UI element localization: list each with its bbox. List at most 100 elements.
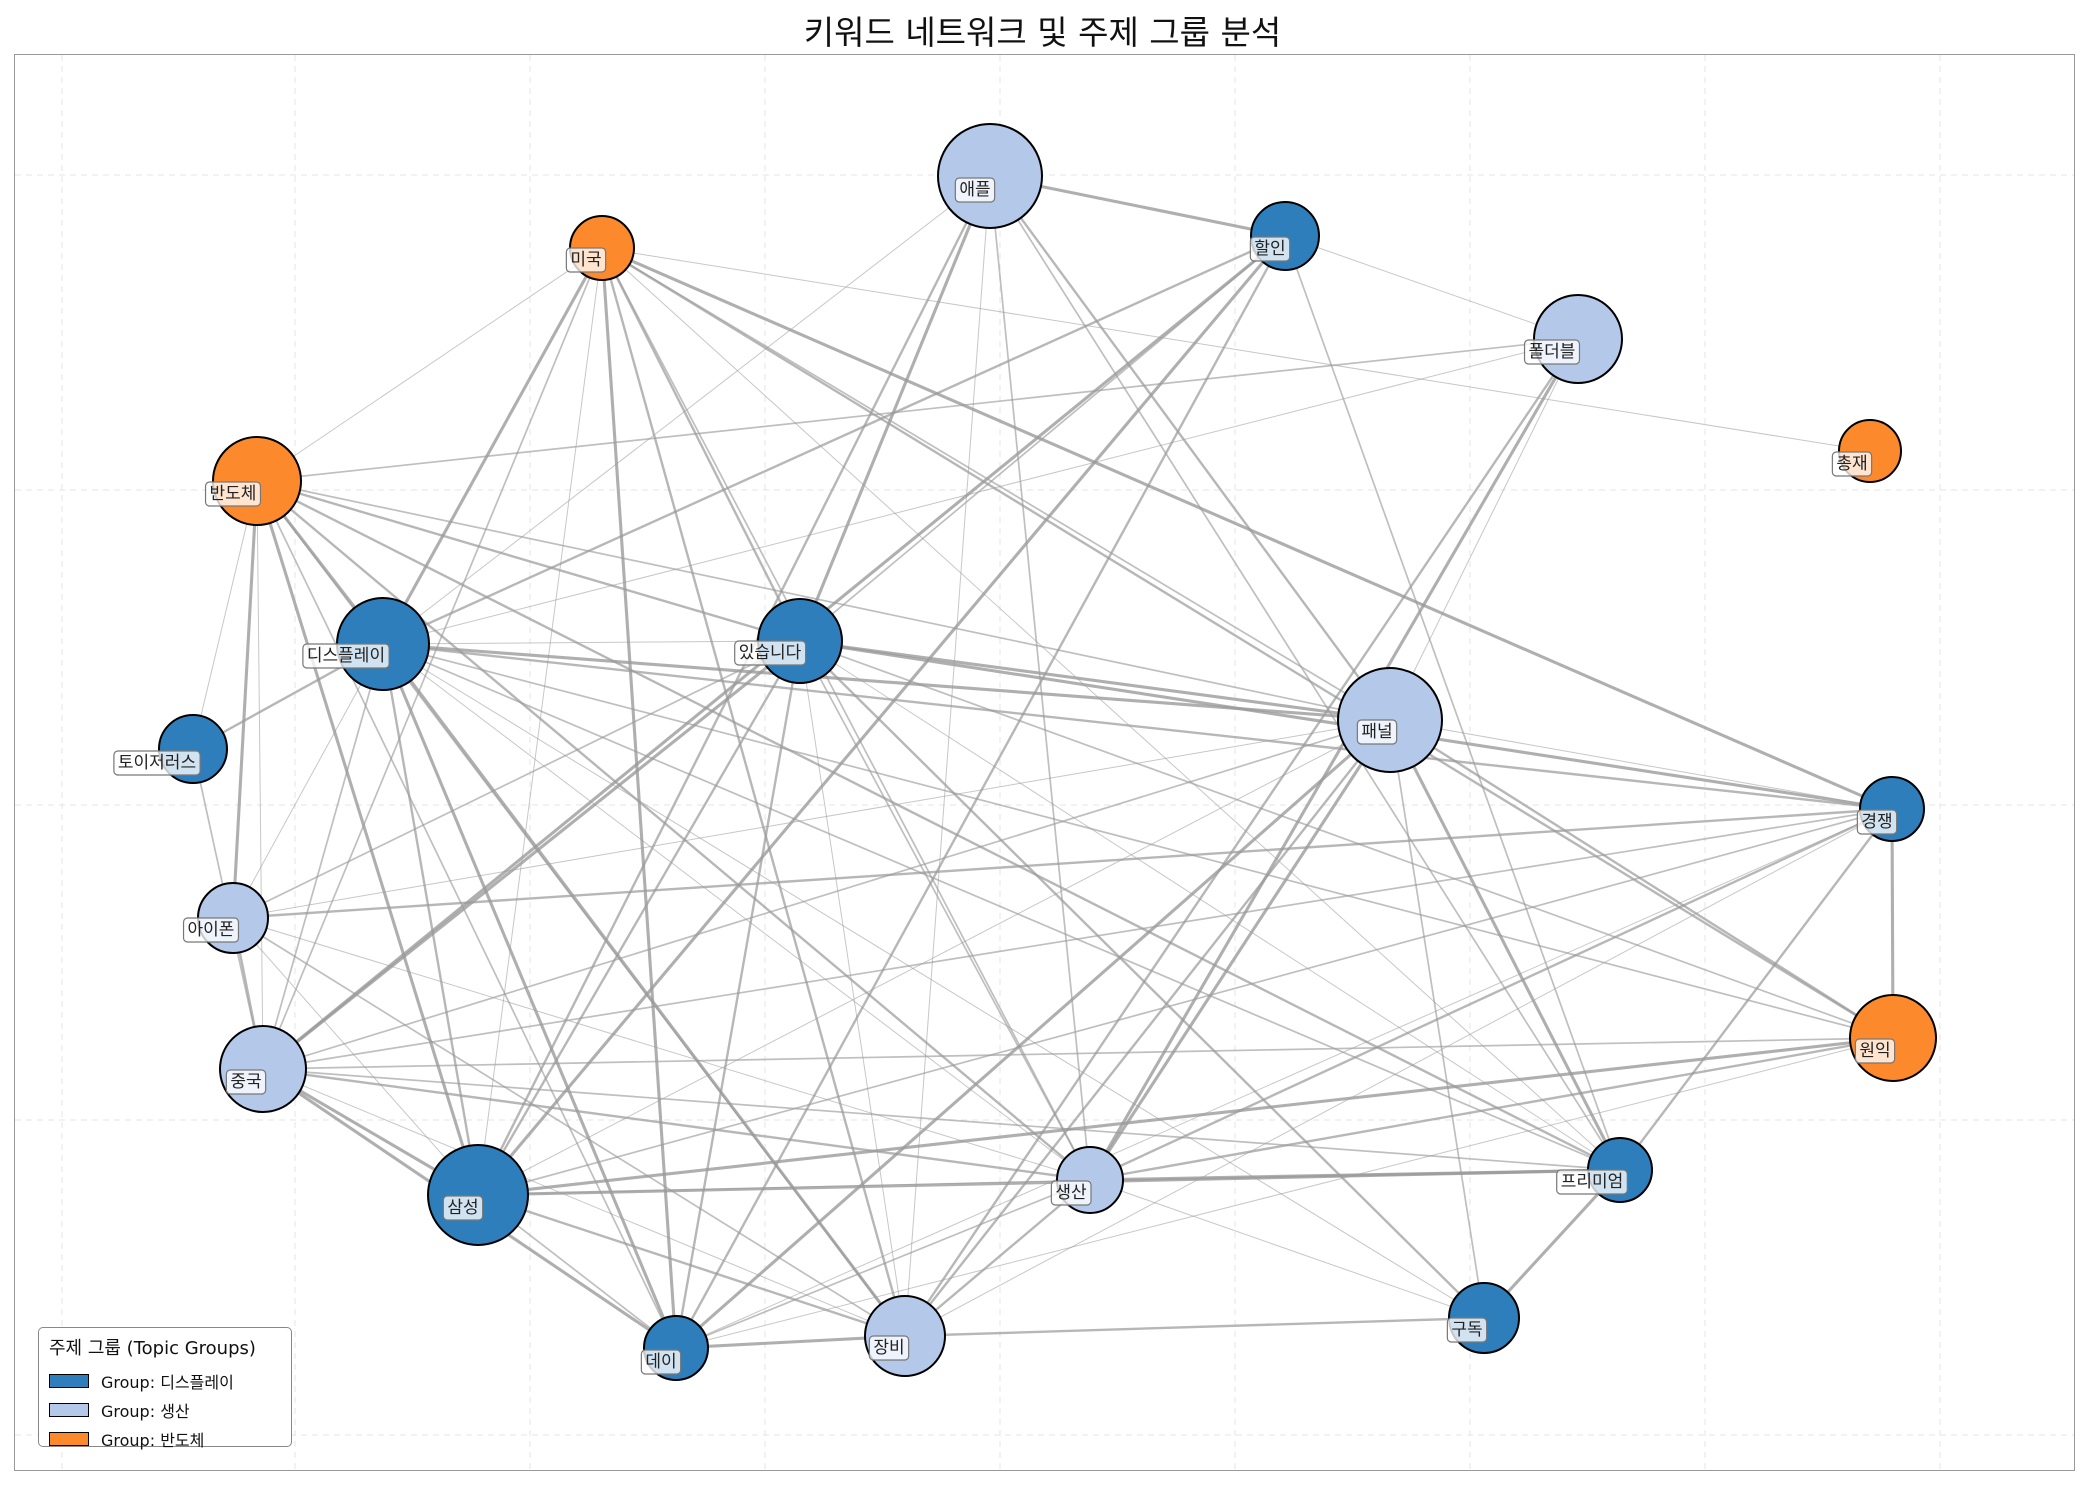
node-label-text-itseum: 있습니다 bbox=[739, 643, 802, 663]
legend-item-semiconductor: Group: 반도체 bbox=[49, 1424, 281, 1453]
edge-usa-production bbox=[601, 247, 1091, 1181]
edge-usa-equip bbox=[600, 247, 907, 1337]
node-label-usa: 미국 bbox=[565, 247, 607, 273]
edge-apple-panel bbox=[989, 175, 1391, 721]
node-label-text-samsung: 삼성 bbox=[447, 1198, 478, 1218]
node-label-box-chongjae bbox=[1831, 451, 1873, 477]
edge-discount-premium bbox=[1284, 235, 1621, 1171]
edge-panel-compete bbox=[1389, 719, 1893, 810]
node-foldable[interactable] bbox=[1533, 294, 1623, 384]
node-samsung[interactable] bbox=[427, 1144, 529, 1246]
node-semicon[interactable] bbox=[212, 436, 302, 526]
edge-itseum-equip bbox=[799, 640, 906, 1337]
node-label-discount: 할인 bbox=[1249, 236, 1291, 262]
legend-item-display: Group: 디스플레이 bbox=[49, 1366, 281, 1395]
edge-samsung-iphone bbox=[232, 917, 479, 1196]
node-label-text-semicon: 반도체 bbox=[210, 484, 257, 504]
node-label-box-apple bbox=[954, 177, 996, 203]
edge-itseum-wonik bbox=[799, 640, 1894, 1039]
edge-usa-semicon bbox=[256, 247, 603, 482]
edge-compete-iphone bbox=[232, 807, 1893, 920]
node-label-apple: 애플 bbox=[954, 177, 996, 203]
edge-usa-china bbox=[262, 247, 603, 1070]
edge-usa-compete bbox=[601, 246, 1893, 811]
edge-production-day bbox=[675, 1179, 1091, 1349]
node-label-text-day: 데이 bbox=[645, 1352, 676, 1372]
edge-layer bbox=[192, 174, 1895, 1350]
node-label-text-panel: 패널 bbox=[1361, 722, 1392, 742]
edge-itseum-panel bbox=[799, 639, 1391, 722]
edge-usa-itseum bbox=[600, 247, 802, 642]
legend-swatch-production bbox=[49, 1402, 89, 1417]
edge-semicon-samsung bbox=[255, 480, 480, 1196]
edge-discount-samsung bbox=[476, 235, 1287, 1196]
edge-usa-panel bbox=[601, 247, 1391, 721]
edge-apple-itseum bbox=[798, 175, 992, 642]
node-label-compete: 경쟁 bbox=[1856, 809, 1898, 835]
node-label-text-equip: 장비 bbox=[873, 1338, 904, 1358]
edge-panel-wonik bbox=[1389, 718, 1894, 1040]
edge-itseum-premium bbox=[799, 640, 1621, 1171]
edge-foldable-semicon bbox=[256, 338, 1579, 482]
node-label-box-panel bbox=[1356, 719, 1398, 745]
edge-panel-production bbox=[1088, 719, 1392, 1181]
edge-usa-samsung bbox=[477, 247, 603, 1196]
node-apple[interactable] bbox=[937, 123, 1043, 229]
node-label-equip: 장비 bbox=[868, 1335, 910, 1361]
edge-compete-day bbox=[675, 808, 1893, 1349]
edge-samsung-equip bbox=[477, 1193, 906, 1338]
edge-usa-display bbox=[381, 247, 604, 645]
edge-display-china bbox=[262, 643, 384, 1070]
edge-production-premium bbox=[1089, 1168, 1621, 1182]
node-label-box-equip bbox=[868, 1335, 910, 1361]
edge-compete-production bbox=[1089, 807, 1893, 1182]
node-label-samsung: 삼성 bbox=[442, 1195, 484, 1221]
node-label-box-iphone bbox=[182, 917, 240, 943]
edge-semicon-iphone bbox=[231, 480, 259, 919]
edge-discount-itseum bbox=[799, 235, 1286, 642]
node-china[interactable] bbox=[219, 1025, 307, 1113]
edge-equip-subscribe bbox=[904, 1316, 1485, 1338]
legend-swatch-display bbox=[49, 1373, 89, 1388]
node-label-panel: 패널 bbox=[1356, 719, 1398, 745]
edge-china-production bbox=[262, 1067, 1091, 1182]
node-label-box-foldable bbox=[1523, 339, 1581, 365]
node-label-text-china: 중국 bbox=[230, 1072, 261, 1092]
node-label-production: 생산 bbox=[1050, 1180, 1092, 1206]
legend-item-production: Group: 생산 bbox=[49, 1395, 281, 1424]
node-label-box-discount bbox=[1249, 236, 1291, 262]
edge-discount-foldable bbox=[1284, 235, 1579, 340]
node-label-text-iphone: 아이폰 bbox=[188, 920, 235, 940]
node-wonik[interactable] bbox=[1849, 994, 1937, 1082]
edge-semicon-toys bbox=[192, 480, 258, 750]
edge-premium-compete bbox=[1619, 808, 1893, 1171]
node-label-box-semicon bbox=[204, 481, 262, 507]
node-label-text-display: 디스플레이 bbox=[307, 646, 385, 666]
node-label-foldable: 폴더블 bbox=[1523, 339, 1581, 365]
node-label-subscribe: 구독 bbox=[1446, 1317, 1488, 1343]
node-label-text-chongjae: 총재 bbox=[1836, 454, 1867, 474]
node-label-text-apple: 애플 bbox=[959, 180, 990, 200]
edge-display-production bbox=[382, 643, 1091, 1181]
edge-display-day bbox=[381, 643, 678, 1349]
edge-wonik-china bbox=[262, 1037, 1894, 1070]
edge-display-subscribe bbox=[382, 643, 1485, 1319]
node-label-display: 디스플레이 bbox=[302, 643, 390, 669]
edge-display-wonik bbox=[382, 643, 1894, 1039]
edge-usa-day bbox=[600, 247, 678, 1349]
edge-itseum-iphone bbox=[232, 640, 801, 919]
edge-panel-equip bbox=[904, 719, 1391, 1337]
node-label-wonik: 원익 bbox=[1854, 1038, 1896, 1064]
edge-semicon-itseum bbox=[256, 479, 801, 643]
node-label-text-production: 생산 bbox=[1055, 1183, 1087, 1203]
edge-semicon-production bbox=[256, 480, 1091, 1181]
edge-foldable-display bbox=[382, 338, 1579, 645]
node-label-box-usa bbox=[565, 247, 607, 273]
edge-semicon-panel bbox=[256, 480, 1391, 721]
edge-compete-china bbox=[262, 808, 1893, 1070]
node-label-text-toys: 토이저러스 bbox=[118, 753, 196, 773]
node-label-box-toys bbox=[113, 750, 201, 776]
edge-wonik-day bbox=[675, 1037, 1894, 1349]
edge-wonik-samsung bbox=[477, 1036, 1894, 1197]
